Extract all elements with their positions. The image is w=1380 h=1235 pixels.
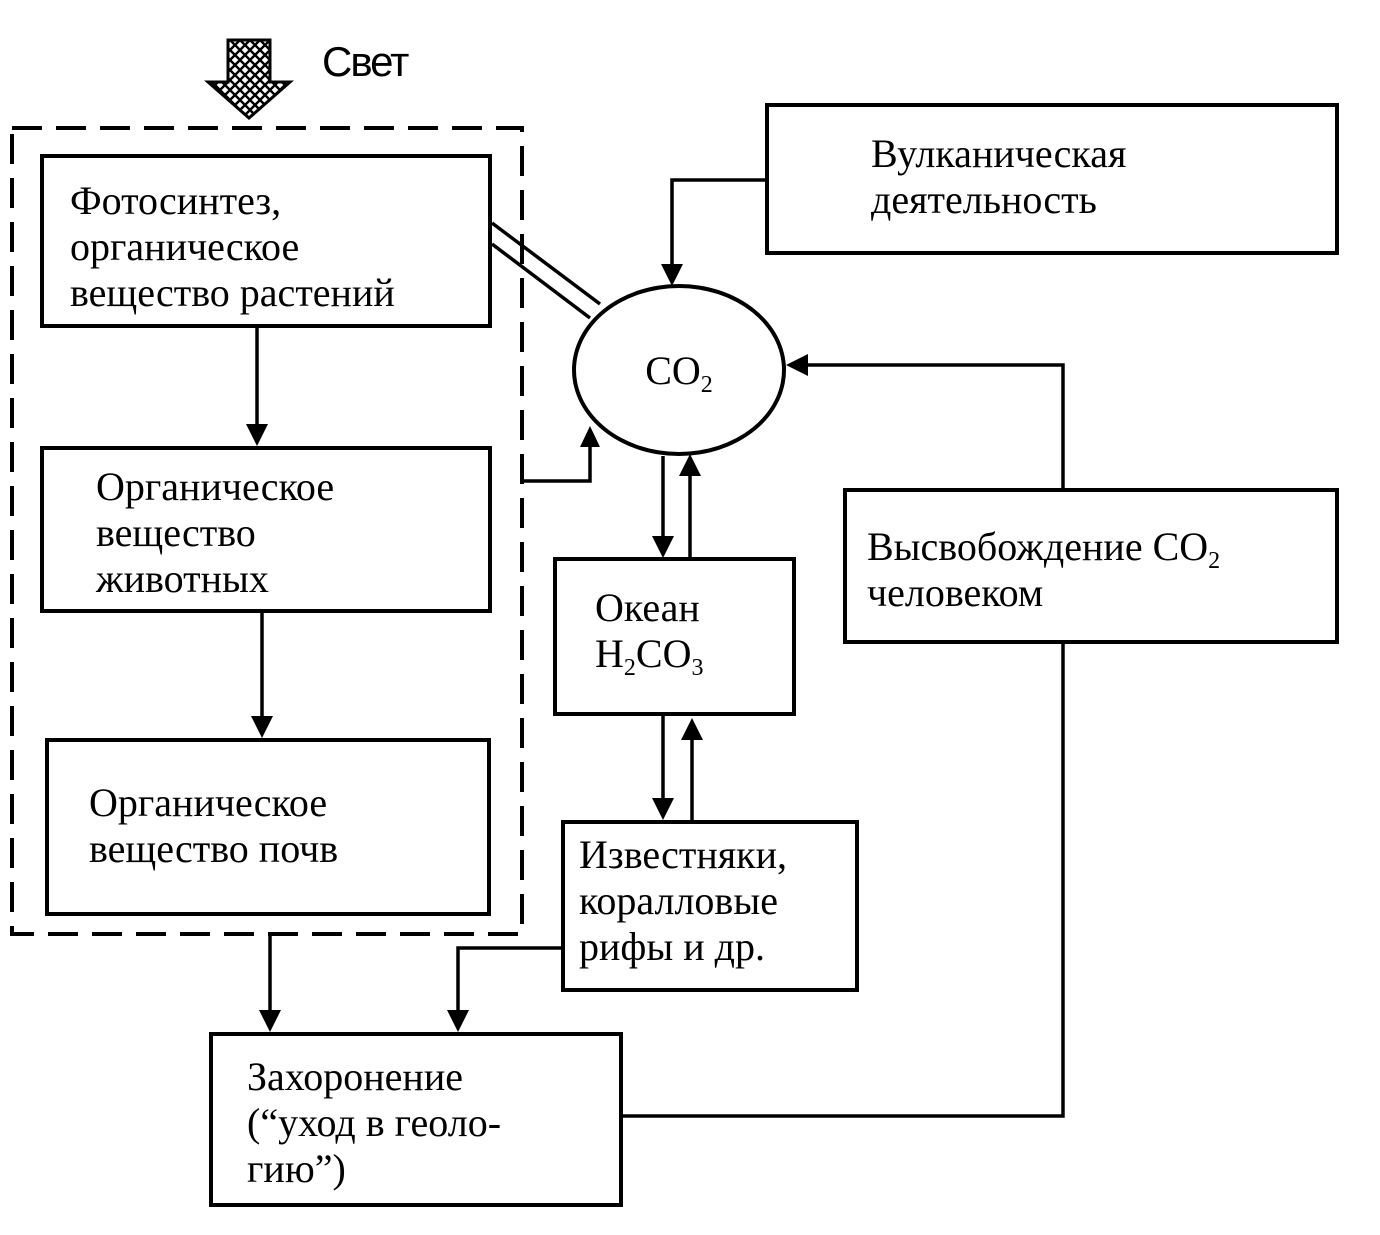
- light-arrow-icon: [204, 38, 294, 120]
- human-release-box: Высвобождение CO2 человеком: [843, 488, 1339, 644]
- photosynthesis-line-3: вещество растений: [70, 270, 395, 315]
- arrow-limestone-to-ocean: [681, 718, 703, 820]
- volcanic-line-2: деятельность: [871, 177, 1097, 222]
- limestone-line-1: Известняки,: [579, 832, 787, 877]
- arrow-co2-to-ocean: [652, 456, 674, 558]
- volcanic-line-1: Вулканическая: [871, 131, 1127, 176]
- arrow-ocean-to-co2: [679, 454, 701, 558]
- arrow-human-to-co2: [786, 354, 1065, 490]
- burial-line-3: гию”): [247, 1146, 346, 1191]
- soils-box: Органическое вещество почв: [45, 738, 491, 916]
- soils-line-1: Органическое: [89, 780, 328, 825]
- soils-line-2: вещество почв: [89, 826, 339, 871]
- link-burial-to-human: [622, 643, 1065, 1118]
- animals-line-1: Органическое: [96, 464, 335, 509]
- arrow-ocean-to-limestone: [652, 716, 674, 820]
- photosynthesis-line-2: органическое: [70, 224, 300, 269]
- arrow-photosynthesis-to-animals: [246, 328, 268, 446]
- limestone-line-3: рифы и др.: [579, 924, 765, 969]
- burial-line-1: Захоронение: [247, 1054, 463, 1099]
- arrow-ecosystem-to-burial: [259, 934, 281, 1032]
- ocean-formula: H2CO3: [595, 631, 704, 681]
- animals-line-3: животных: [96, 556, 269, 601]
- human-line-1: Высвобождение CO2: [867, 524, 1221, 574]
- limestone-box: Известняки, коралловые рифы и др.: [561, 820, 859, 992]
- animals-line-2: вещество: [96, 510, 256, 555]
- co2-node: CO2: [572, 284, 786, 456]
- ocean-box: Океан H2CO3: [553, 557, 796, 716]
- limestone-line-2: коралловые: [579, 878, 778, 923]
- volcanic-box: Вулканическая деятельность: [765, 103, 1339, 255]
- arrow-ecosystem-to-co2: [524, 426, 600, 483]
- photosynthesis-box: Фотосинтез, органическое вещество растен…: [40, 154, 492, 328]
- co2-label: CO2: [645, 347, 713, 398]
- burial-box: Захоронение (“уход в геоло- гию”): [209, 1032, 623, 1207]
- light-label: Свет: [322, 38, 409, 85]
- arrow-animals-to-soils: [251, 613, 273, 738]
- link-photosynthesis-co2: [490, 221, 602, 320]
- ocean-line-1: Океан: [595, 585, 700, 630]
- arrow-limestone-to-burial: [447, 946, 562, 1032]
- photosynthesis-line-1: Фотосинтез,: [70, 178, 282, 223]
- arrow-volcanic-to-co2: [661, 178, 765, 286]
- animals-box: Органическое вещество животных: [40, 446, 492, 613]
- ecosystem-dashed-boundary: [10, 126, 524, 936]
- human-line-2: человеком: [867, 570, 1044, 615]
- burial-line-2: (“уход в геоло-: [247, 1100, 502, 1145]
